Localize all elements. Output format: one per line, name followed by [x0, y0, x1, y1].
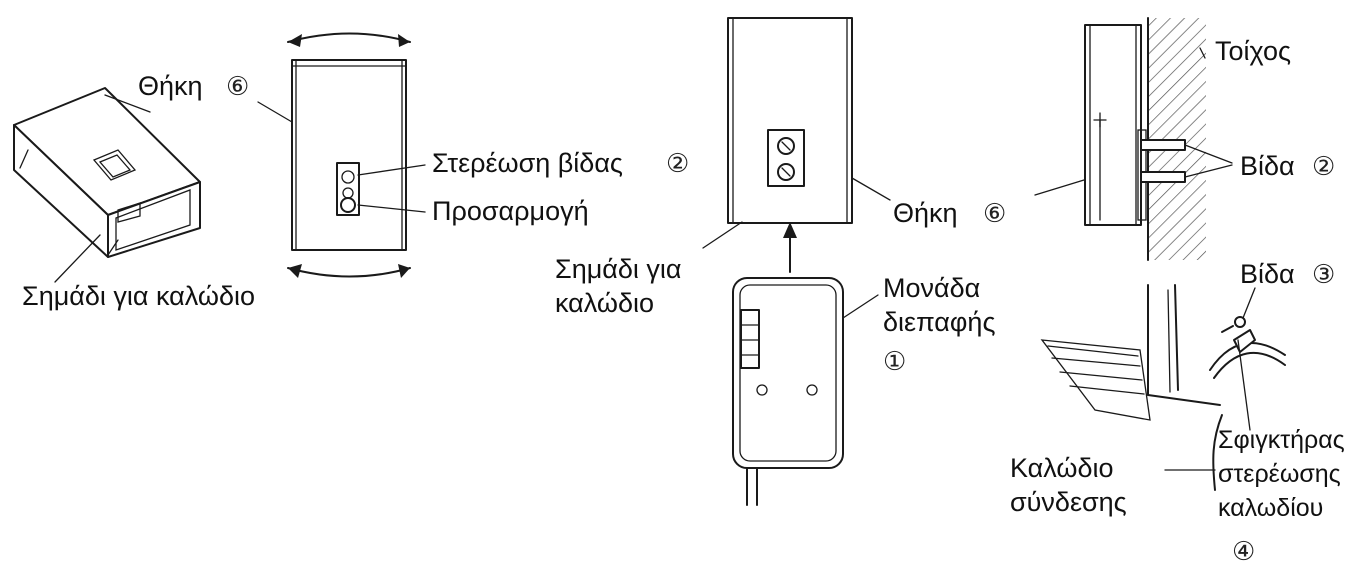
case-left-arrow-leader	[257, 101, 293, 123]
cable-clamp-drawing	[1040, 284, 1286, 491]
wall-leader	[1199, 47, 1206, 59]
screw-fixing-label: Στερέωση βίδας	[432, 148, 623, 178]
screw-2-label: Βίδα	[1240, 151, 1295, 181]
cable-mark-center-label-2: καλώδιο	[555, 288, 654, 318]
case-left-label: Θήκη	[138, 71, 203, 101]
cable-mark-left-label: Σημάδι για καλώδιο	[22, 281, 255, 311]
case-assembly-drawing	[727, 17, 853, 273]
adaptation-leader	[357, 204, 426, 213]
cable-mark-center-label-1: Σημάδι για	[555, 254, 682, 284]
case-left-leader	[104, 94, 151, 113]
open-case-drawing	[13, 87, 201, 258]
adaptation-label: Προσαρμογή	[432, 196, 589, 226]
screw-2-leader-a	[1184, 144, 1233, 164]
interface-unit-number: ①	[883, 347, 906, 377]
screw-fixing-number: ②	[666, 149, 689, 179]
cable-mark-left-leader	[54, 234, 101, 283]
cable-mark-center-leader	[702, 221, 743, 249]
connection-cable-label-1: Καλώδιο	[1010, 453, 1114, 483]
screw-2-leader-b	[1184, 164, 1233, 178]
interface-unit-drawing	[732, 277, 844, 506]
clamp-leader	[1237, 339, 1251, 431]
screw-2-number: ②	[1312, 152, 1335, 182]
case-right-number: ⑥	[983, 199, 1006, 229]
case-right-leader	[851, 177, 891, 201]
screw-3-label: Βίδα	[1240, 259, 1295, 289]
wall-mount-drawing	[1084, 17, 1206, 261]
interface-unit-leader	[842, 294, 879, 319]
screw-3-leader	[1242, 287, 1256, 319]
screw-3-number: ③	[1312, 260, 1335, 290]
case-front-drawing	[287, 32, 411, 278]
clamp-number: ④	[1232, 537, 1255, 567]
wall-label: Τοίχος	[1215, 36, 1291, 66]
interface-unit-label-1: Μονάδα	[883, 273, 980, 303]
case-right-label: Θήκη	[893, 198, 958, 228]
clamp-label-2: στερέωσης	[1218, 460, 1341, 488]
interface-unit-label-2: διεπαφής	[883, 307, 995, 337]
case-right-to-side-leader	[1034, 179, 1085, 196]
screw-fixing-leader	[357, 164, 426, 176]
connection-cable-label-2: σύνδεσης	[1010, 487, 1127, 517]
clamp-label-1: Σφιγκτήρας	[1218, 426, 1345, 454]
clamp-label-3: καλωδίου	[1218, 494, 1323, 522]
case-left-number: ⑥	[226, 72, 249, 102]
